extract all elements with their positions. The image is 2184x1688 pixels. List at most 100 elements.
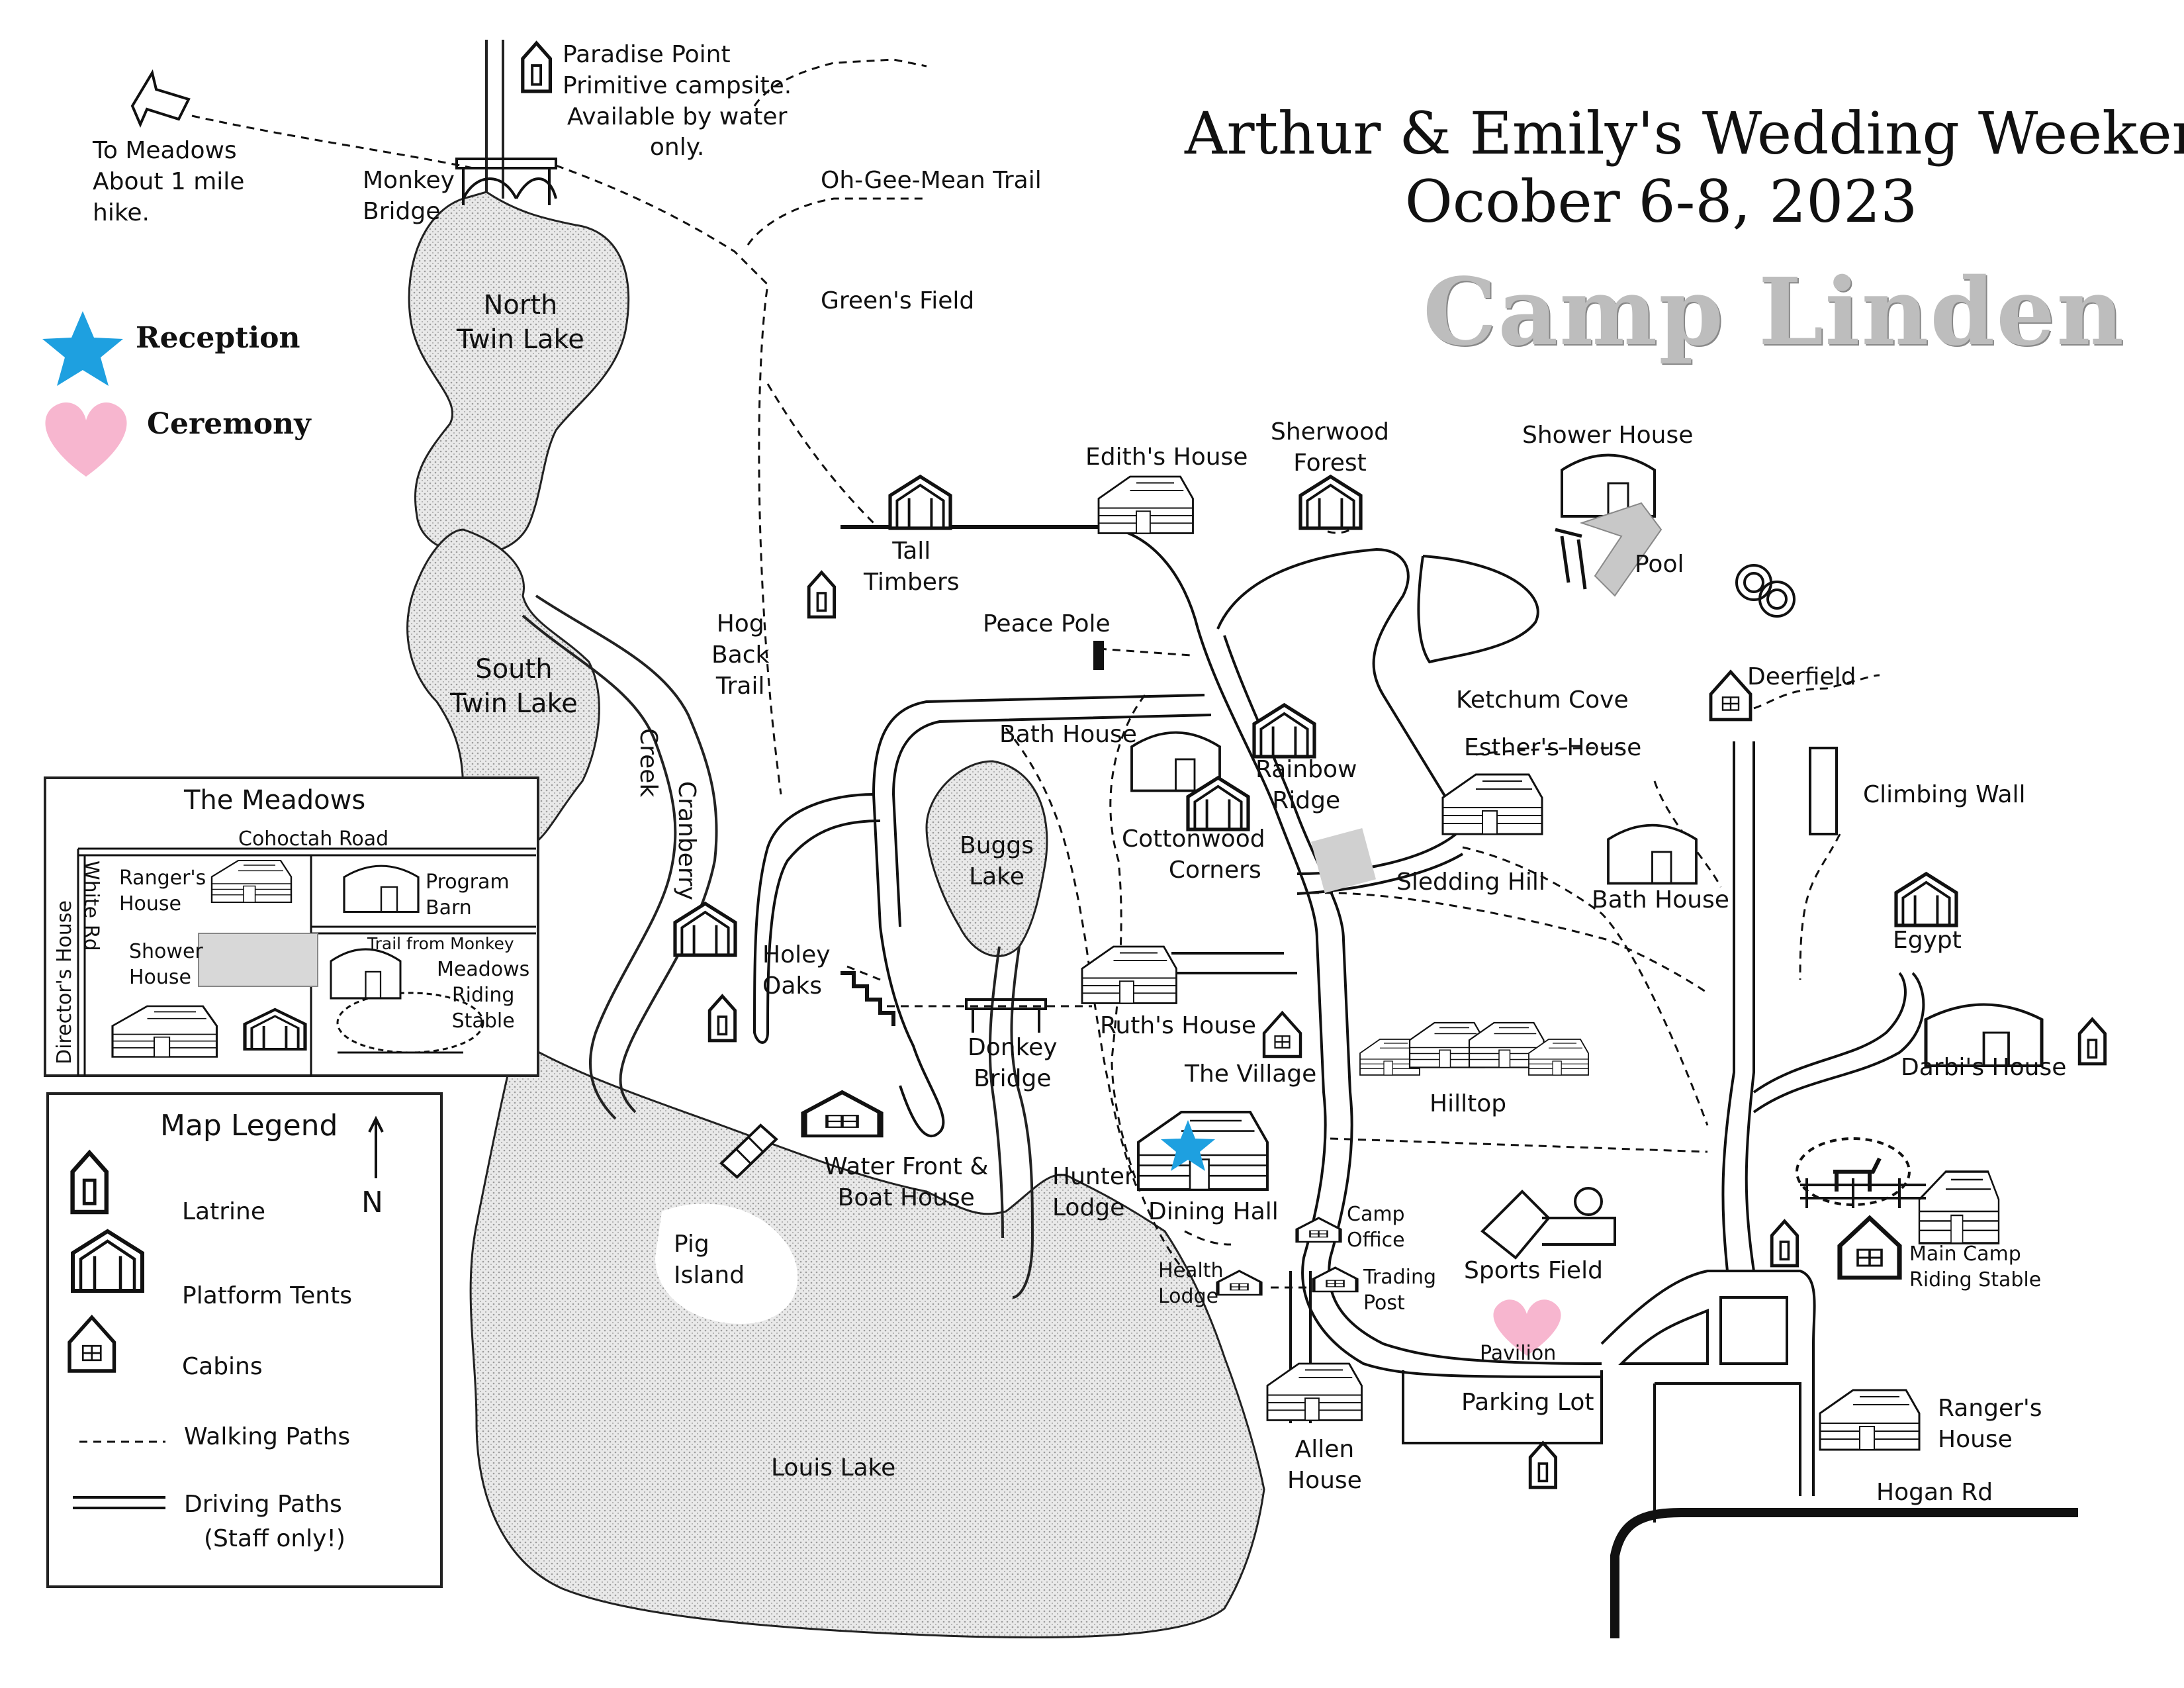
label-parking-lot: Parking Lot xyxy=(1461,1389,1594,1416)
camp-office-building xyxy=(1297,1218,1340,1242)
meadows-white-rd: White Rd xyxy=(79,861,103,951)
hog-back-tent xyxy=(675,904,735,955)
legend-latrine: Latrine xyxy=(182,1198,265,1225)
paradise-point-latrine xyxy=(523,43,551,91)
latrine-tall-timbers xyxy=(809,573,834,617)
sledding-hill-icon xyxy=(1311,828,1376,893)
label-bath-house-2: Bath House xyxy=(1592,886,1729,914)
egypt-tent xyxy=(1896,874,1956,925)
meadows-directors-house: Director's House xyxy=(53,900,76,1064)
label-sledding-hill: Sledding Hill xyxy=(1396,868,1545,896)
label-darbis-house: Darbi's House xyxy=(1901,1054,2067,1081)
label-ketchum-cove: Ketchum Cove xyxy=(1456,686,1629,714)
sherwood-forest-tent xyxy=(1300,477,1361,528)
peace-pole xyxy=(1093,641,1104,670)
north-twin-lake xyxy=(408,191,630,556)
meadows-inset xyxy=(44,776,539,1077)
label-pool: Pool xyxy=(1635,551,1684,578)
latrine-main-camp xyxy=(1772,1221,1797,1266)
legend-walking-paths: Walking Paths xyxy=(184,1423,351,1450)
ceremony-heart-marker xyxy=(1493,1299,1561,1356)
bath-house-2 xyxy=(1607,823,1698,885)
pool-icon xyxy=(1555,502,1662,597)
ceremony-key-heart xyxy=(45,402,127,477)
label-deerfield: Deerfield xyxy=(1747,663,1856,690)
label-dining-hall: Dining Hall xyxy=(1148,1198,1279,1225)
camp-name: Camp Linden xyxy=(1423,258,2126,367)
rangers-house-cabin xyxy=(1819,1389,1921,1451)
holey-oaks-stairs xyxy=(841,971,895,1026)
title-line-2: Ocober 6-8, 2023 xyxy=(1404,167,1918,236)
latrine-darbi xyxy=(2079,1019,2105,1064)
legend-platform-tents: Platform Tents xyxy=(182,1282,352,1309)
latrine-parking xyxy=(1530,1443,1555,1487)
label-the-village: The Village xyxy=(1185,1060,1317,1088)
village-cabin xyxy=(1264,1013,1300,1056)
label-bath-house-1: Bath House xyxy=(999,721,1137,748)
ruths-house-cabin xyxy=(1081,945,1177,1004)
buggs-lake xyxy=(925,760,1048,957)
meadows-title: The Meadows xyxy=(184,785,366,816)
legend-title: Map Legend xyxy=(160,1109,338,1143)
cranberry-creek xyxy=(535,594,718,1113)
rainbow-ridge-tent xyxy=(1254,705,1314,757)
wedding-title: Arthur & Emily's Wedding Weekend Ocober … xyxy=(1185,99,2184,236)
ediths-house-cabin xyxy=(1097,475,1194,534)
label-ruths-house: Ruth's House xyxy=(1100,1012,1257,1039)
reception-key-label: Reception xyxy=(136,321,300,355)
label-egypt: Egypt xyxy=(1893,927,1962,954)
health-lodge-building xyxy=(1218,1271,1261,1295)
reception-star-marker xyxy=(1161,1120,1215,1171)
climbing-wall-icon xyxy=(1809,747,1838,835)
to-meadows-arrow xyxy=(130,69,191,128)
label-climbing-wall: Climbing Wall xyxy=(1863,781,2026,808)
map-legend-box xyxy=(46,1092,443,1588)
latrine-hog-back xyxy=(709,996,735,1041)
esthers-house-cabin xyxy=(1441,773,1543,835)
main-camp-barn xyxy=(1918,1170,2000,1244)
louis-lake xyxy=(469,1037,1265,1639)
label-cranberry-creek: Cranberry xyxy=(673,781,700,901)
allen-house-cabin xyxy=(1266,1362,1363,1421)
legend-north: N xyxy=(361,1186,383,1219)
archery-icon xyxy=(1735,564,1796,618)
label-oh-gee-mean-trail: Oh-Gee-Mean Trail xyxy=(821,167,1042,194)
label-hilltop: Hilltop xyxy=(1430,1090,1507,1117)
label-greens-field: Green's Field xyxy=(821,287,975,314)
hogan-rd xyxy=(1610,1508,2078,1638)
legend-staff-only: (Staff only!) xyxy=(204,1525,345,1552)
trading-post-building xyxy=(1314,1268,1357,1291)
reception-key-star xyxy=(42,311,123,386)
pig-island xyxy=(655,1203,798,1324)
label-louis-lake: Louis Lake xyxy=(771,1454,896,1481)
main-camp-shed xyxy=(1840,1218,1899,1278)
ceremony-key-label: Ceremony xyxy=(147,407,311,441)
label-hogan-rd: Hogan Rd xyxy=(1876,1479,1993,1506)
boat-icon xyxy=(719,1123,778,1180)
label-esthers-house: Esther's House xyxy=(1464,734,1642,761)
bath-house-1 xyxy=(1130,731,1221,792)
sports-field-icon xyxy=(1480,1187,1616,1260)
label-shower-house: Shower House xyxy=(1522,422,1694,449)
